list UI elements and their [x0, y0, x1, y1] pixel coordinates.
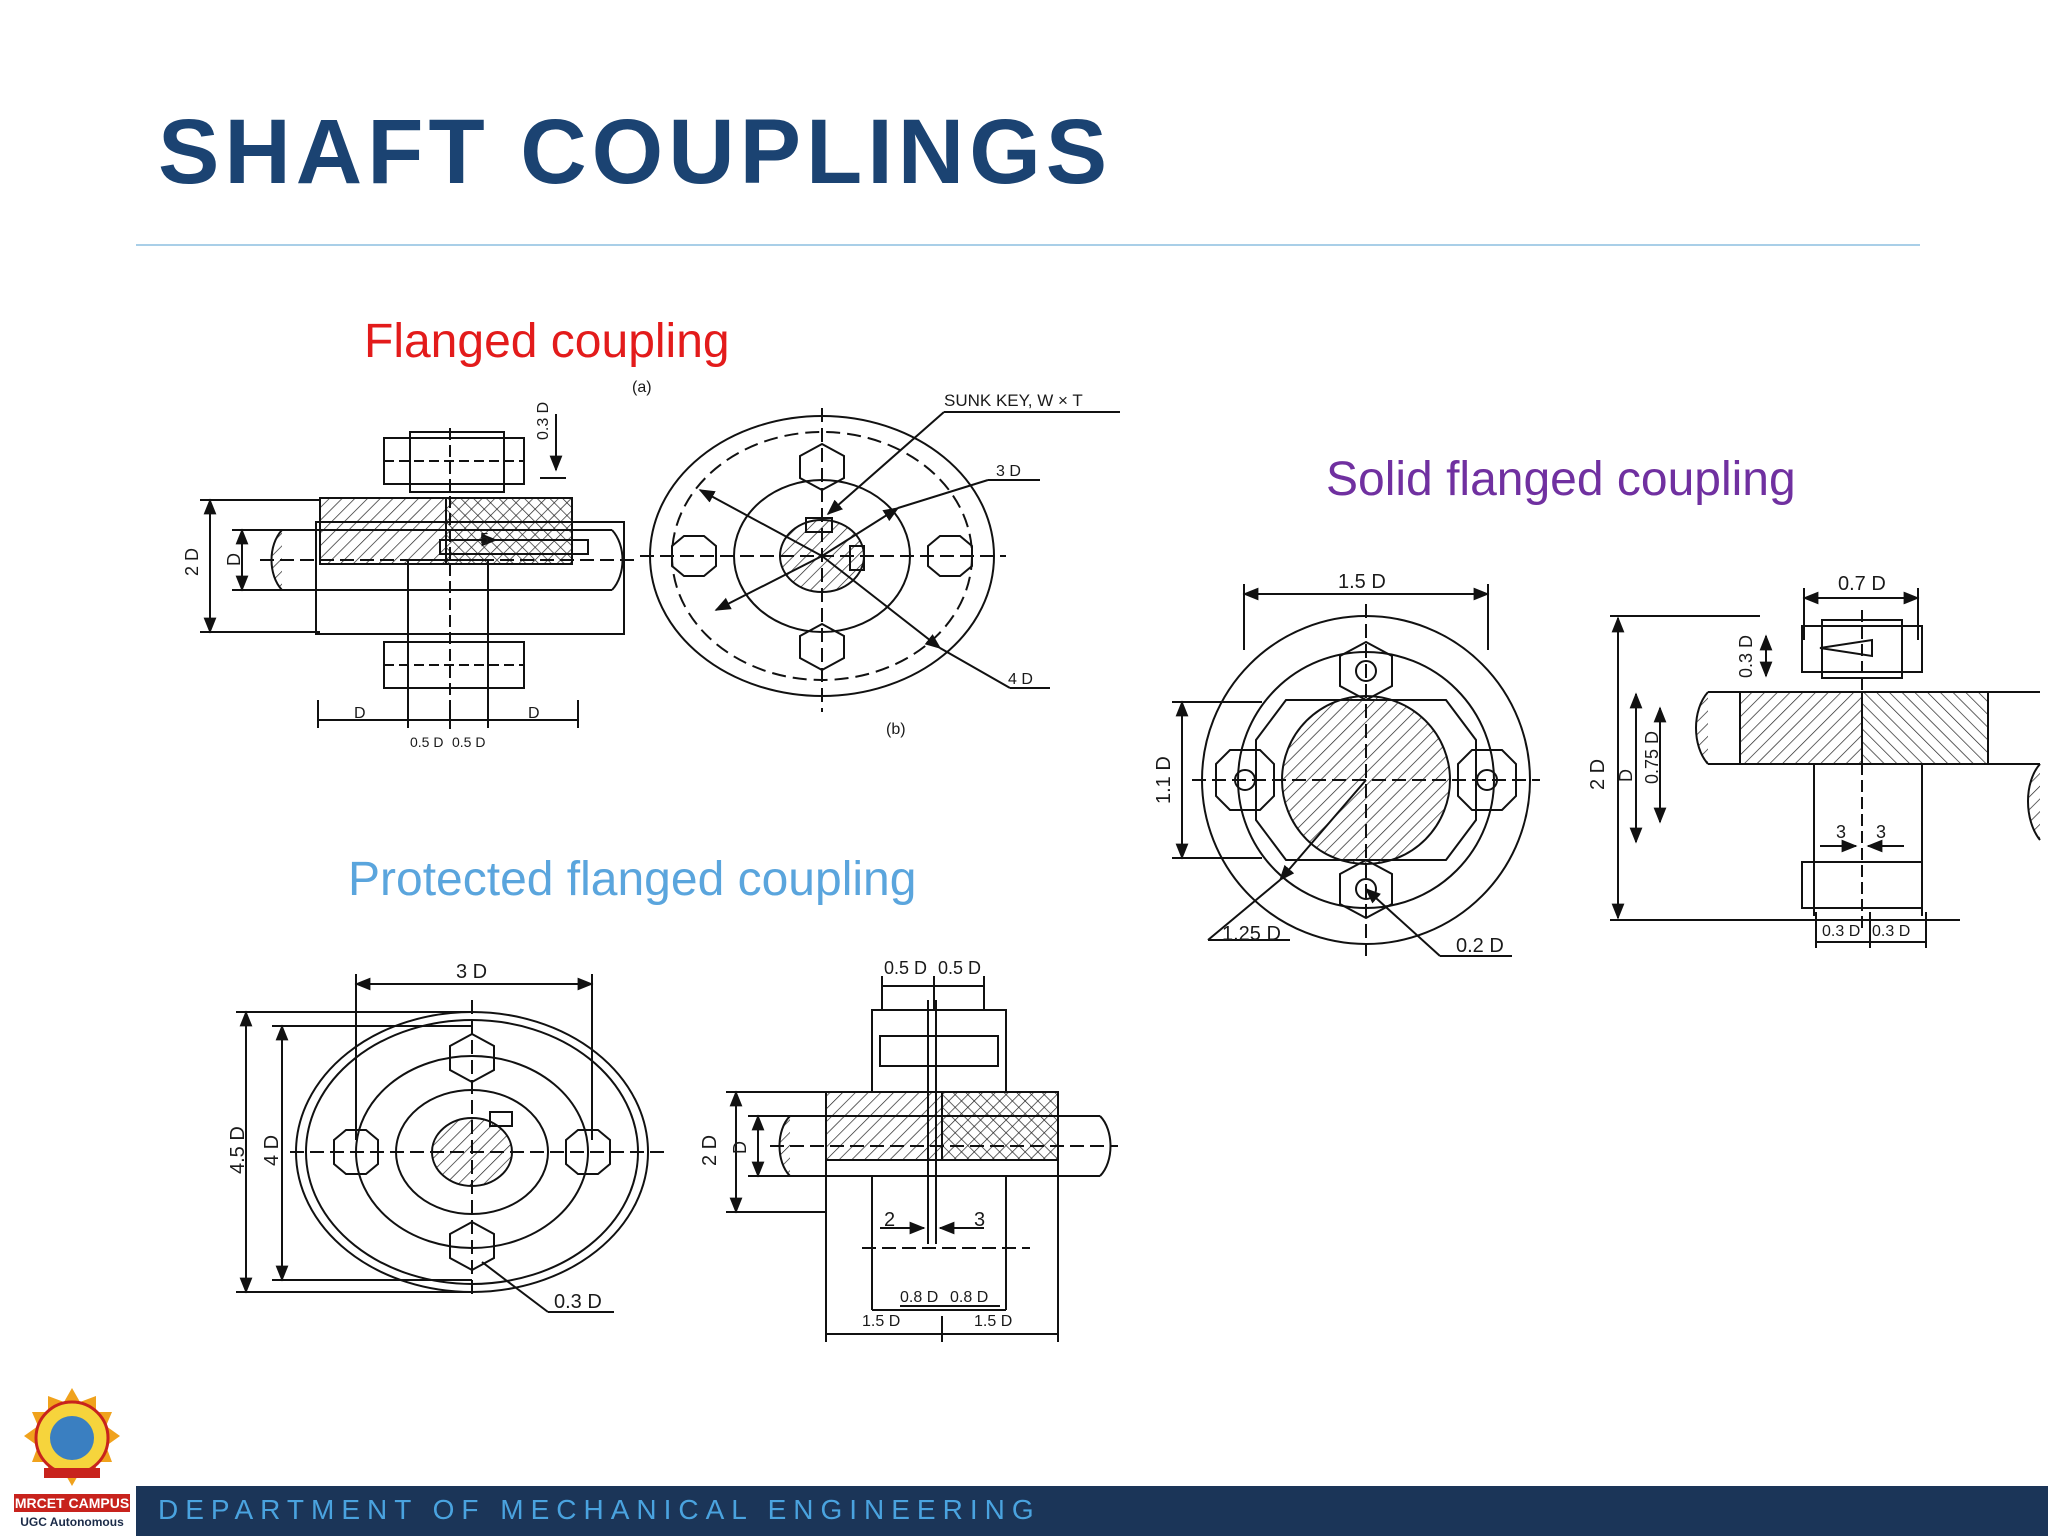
flanged-label-d: D: [224, 553, 244, 566]
protected-coupling-end-view: [236, 974, 664, 1313]
protected-label-mid-right: 0.8 D: [950, 1289, 988, 1306]
flanged-label-4d: 4 D: [1008, 671, 1033, 688]
protected-label-top-right: 0.5 D: [938, 958, 981, 978]
college-logo: MRCET CAMPUS UGC Autonomous: [14, 1386, 130, 1532]
flanged-label-2d: 2 D: [182, 548, 202, 576]
solid-label-11d: 1.1 D: [1153, 756, 1175, 804]
solid-label-15d: 1.5 D: [1338, 571, 1386, 593]
protected-label-len-left: 1.5 D: [862, 1313, 900, 1330]
flanged-label-sunk-key: SUNK KEY, W × T: [944, 391, 1083, 410]
footer-department: DEPARTMENT OF MECHANICAL ENGINEERING: [158, 1494, 1041, 1525]
solid-coupling-end-view: [1172, 584, 1540, 957]
protected-label-mid-left: 0.8 D: [900, 1289, 938, 1306]
protected-label-45d: 4.5 D: [227, 1126, 249, 1174]
logo-autonomous-label: UGC Autonomous: [20, 1515, 124, 1529]
solid-label-gap-left: 3: [1836, 822, 1846, 842]
solid-label-bottom-right: 0.3 D: [1872, 923, 1910, 940]
footer-bar: DEPARTMENT OF MECHANICAL ENGINEERING: [136, 1486, 2048, 1536]
flanged-label-half-left: 0.5 D: [410, 734, 443, 750]
logo-campus-name: MRCET CAMPUS: [14, 1494, 130, 1512]
solid-label-02d: 0.2 D: [1456, 935, 1504, 957]
flanged-label-key-t: 5: [480, 531, 489, 548]
flanged-label-fig-b: (b): [886, 721, 906, 738]
caption-protected-flanged-coupling: Protected flanged coupling: [348, 853, 917, 906]
protected-label-2d: 2 D: [699, 1135, 721, 1166]
solid-label-125d: 1.25 D: [1222, 923, 1281, 945]
solid-label-bottom-left: 0.3 D: [1822, 923, 1860, 940]
solid-label-d: D: [1616, 769, 1636, 782]
solid-coupling-side-view: [1610, 588, 2041, 948]
flanged-label-03d: 0.3 D: [535, 402, 552, 440]
flanged-coupling-side-view: [200, 414, 640, 730]
solid-label-07d: 0.7 D: [1838, 573, 1886, 595]
protected-coupling-side-view: [726, 976, 1118, 1342]
slide-title: SHAFT COUPLINGS: [158, 101, 1113, 203]
flanged-label-len-right: D: [528, 705, 540, 722]
logo-emblem-icon: [24, 1388, 120, 1486]
protected-label-len-right: 1.5 D: [974, 1313, 1012, 1330]
flanged-label-half-right: 0.5 D: [452, 734, 485, 750]
protected-label-03d: 0.3 D: [554, 1291, 602, 1313]
caption-flanged-coupling: Flanged coupling: [364, 315, 730, 368]
protected-label-3d: 3 D: [456, 961, 487, 983]
protected-label-top-left: 0.5 D: [884, 958, 927, 978]
protected-label-gap-right: 3: [974, 1209, 985, 1231]
protected-label-d: D: [730, 1141, 750, 1154]
solid-label-075d: 0.75 D: [1642, 731, 1662, 784]
solid-label-03d: 0.3 D: [1736, 635, 1756, 678]
caption-solid-flanged-coupling: Solid flanged coupling: [1326, 453, 1796, 506]
flanged-label-fig-a: (a): [632, 379, 652, 396]
solid-label-2d: 2 D: [1587, 759, 1609, 790]
title-divider: [136, 244, 1920, 246]
flanged-label-len-left: D: [354, 705, 366, 722]
protected-label-gap-left: 2: [884, 1209, 895, 1231]
flanged-coupling-end-view: [640, 408, 1120, 712]
protected-label-4d: 4 D: [261, 1135, 283, 1166]
solid-label-gap-right: 3: [1876, 822, 1886, 842]
flanged-label-3d: 3 D: [996, 463, 1021, 480]
